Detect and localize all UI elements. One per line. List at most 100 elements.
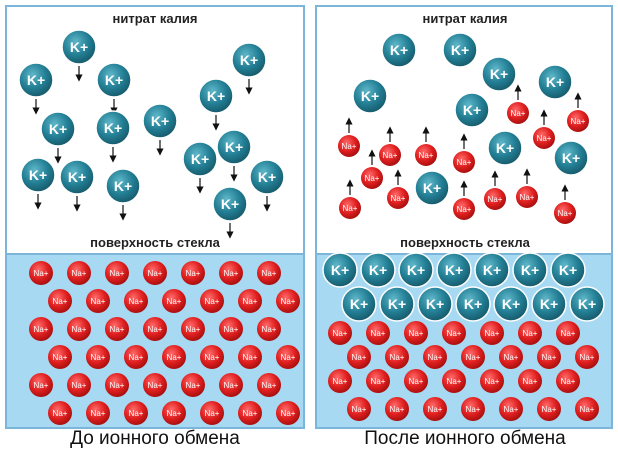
sodium-ion: Na+ — [453, 133, 475, 173]
ion-label: Na+ — [34, 269, 49, 278]
sodium-ion: Na+ — [105, 317, 129, 341]
ion-label: K+ — [207, 88, 225, 104]
ion-label: Na+ — [523, 329, 538, 338]
potassium-ion: K+ — [537, 64, 573, 100]
sodium-ion: Na+ — [219, 317, 243, 341]
sodium-ion: Na+ — [366, 369, 390, 393]
sodium-ion: Na+ — [415, 126, 437, 166]
ion-label: Na+ — [352, 353, 367, 362]
ion-label: K+ — [540, 296, 558, 312]
sodium-ion: Na+ — [86, 345, 110, 369]
sodium-ion: Na+ — [238, 289, 262, 313]
potassium-ion: K+ — [182, 141, 218, 194]
ion-label: K+ — [502, 296, 520, 312]
ion-label: K+ — [331, 262, 349, 278]
ion-label: Na+ — [243, 353, 258, 362]
potassium-ion: K+ — [474, 252, 510, 288]
sodium-ion: Na+ — [162, 345, 186, 369]
ion-label: Na+ — [72, 269, 87, 278]
ion-label: Na+ — [148, 381, 163, 390]
ion-label: Na+ — [457, 205, 472, 214]
sodium-ion: Na+ — [423, 397, 447, 421]
sodium-ion: Na+ — [105, 373, 129, 397]
potassium-ion: K+ — [436, 252, 472, 288]
ion-label: Na+ — [129, 297, 144, 306]
ion-label: Na+ — [466, 353, 481, 362]
sodium-ion: Na+ — [453, 180, 475, 220]
ion-label: K+ — [105, 72, 123, 88]
sodium-ion: Na+ — [328, 321, 352, 345]
panel-after: нитрат калия поверхность стекла K+K+K+K+… — [315, 5, 613, 429]
ion-label: Na+ — [342, 142, 357, 151]
ion-label: Na+ — [343, 204, 358, 213]
sodium-ion: Na+ — [181, 317, 205, 341]
ion-label: Na+ — [409, 377, 424, 386]
sodium-ion: Na+ — [67, 261, 91, 285]
sodium-ion: Na+ — [200, 289, 224, 313]
sodium-ion: Na+ — [499, 345, 523, 369]
potassium-ion: K+ — [95, 110, 131, 163]
potassium-ion: K+ — [212, 186, 248, 239]
potassium-ion: K+ — [40, 111, 76, 164]
ion-label: Na+ — [110, 269, 125, 278]
sodium-ion: Na+ — [276, 345, 300, 369]
sodium-ion: Na+ — [181, 373, 205, 397]
potassium-ion: K+ — [142, 103, 178, 156]
ion-label: Na+ — [580, 353, 595, 362]
sodium-ion: Na+ — [556, 369, 580, 393]
potassium-ion: K+ — [322, 252, 358, 288]
sodium-ion: Na+ — [507, 84, 529, 124]
sodium-ion: Na+ — [48, 345, 72, 369]
ion-label: Na+ — [205, 353, 220, 362]
ion-label: Na+ — [148, 269, 163, 278]
ion-label: Na+ — [186, 381, 201, 390]
solution-label: нитрат калия — [113, 11, 198, 26]
ion-label: K+ — [114, 178, 132, 194]
ion-label: Na+ — [224, 325, 239, 334]
ion-label: Na+ — [371, 329, 386, 338]
ion-label: Na+ — [561, 377, 576, 386]
ion-label: Na+ — [333, 329, 348, 338]
sodium-ion: Na+ — [554, 184, 576, 224]
potassium-ion: K+ — [379, 286, 415, 322]
ion-label: Na+ — [542, 353, 557, 362]
sodium-ion: Na+ — [86, 401, 110, 425]
sodium-ion: Na+ — [257, 317, 281, 341]
sodium-ion: Na+ — [238, 401, 262, 425]
ion-label: K+ — [151, 113, 169, 129]
ion-label: K+ — [350, 296, 368, 312]
ion-label: K+ — [221, 196, 239, 212]
ion-label: Na+ — [580, 405, 595, 414]
ion-layer-before: K+K+K+K+K+K+K+K+K+K+K+K+K+K+K+Na+Na+Na+N… — [18, 29, 300, 425]
ion-label: Na+ — [148, 325, 163, 334]
ion-label: Na+ — [457, 158, 472, 167]
sodium-ion: Na+ — [219, 373, 243, 397]
ion-label: Na+ — [72, 325, 87, 334]
sodium-ion: Na+ — [124, 345, 148, 369]
sodium-ion: Na+ — [442, 369, 466, 393]
sodium-ion: Na+ — [347, 345, 371, 369]
potassium-ion: K+ — [493, 286, 529, 322]
sodium-ion: Na+ — [423, 345, 447, 369]
sodium-ion: Na+ — [86, 289, 110, 313]
ion-label: K+ — [68, 169, 86, 185]
ion-label: Na+ — [224, 381, 239, 390]
surface-label: поверхность стекла — [90, 235, 220, 250]
sodium-ion: Na+ — [518, 369, 542, 393]
ion-label: K+ — [390, 42, 408, 58]
ion-label: K+ — [423, 180, 441, 196]
sodium-ion: Na+ — [67, 317, 91, 341]
sodium-ion: Na+ — [29, 261, 53, 285]
ion-label: Na+ — [129, 409, 144, 418]
potassium-ion: K+ — [20, 157, 56, 210]
sodium-ion: Na+ — [516, 168, 538, 208]
ion-label: K+ — [369, 262, 387, 278]
potassium-ion: K+ — [360, 252, 396, 288]
surface-label: поверхность стекла — [400, 235, 530, 250]
solution-label: нитрат калия — [423, 11, 508, 26]
sodium-ion: Na+ — [442, 321, 466, 345]
ion-label: K+ — [361, 88, 379, 104]
ion-label: Na+ — [371, 377, 386, 386]
sodium-ion: Na+ — [328, 369, 352, 393]
